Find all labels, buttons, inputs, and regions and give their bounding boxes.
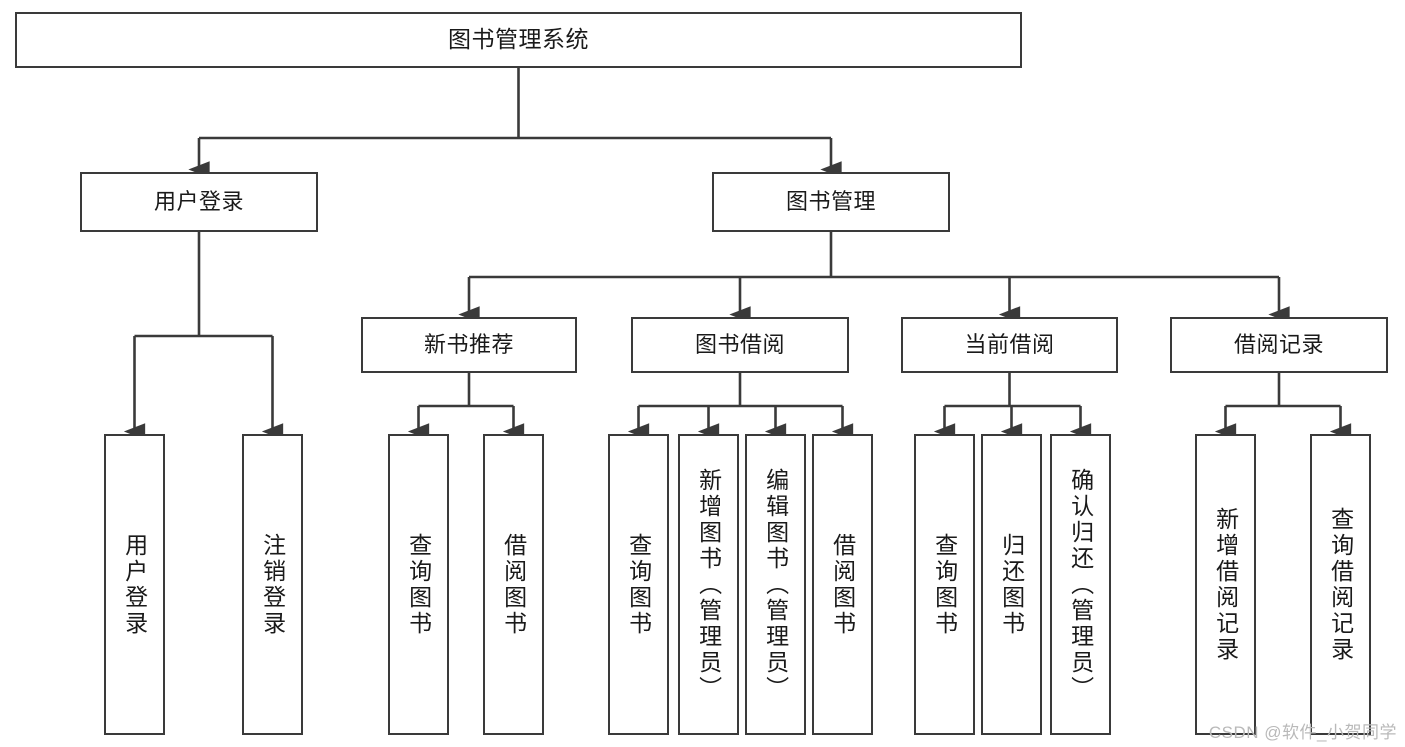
node-borrow-records-label: 借阅记录: [1233, 332, 1324, 358]
node-leaf[interactable]: 用户登录: [104, 434, 165, 735]
node-new-book-recommend-label: 新书推荐: [423, 332, 514, 358]
node-leaf[interactable]: 确认归还（管理员）: [1050, 434, 1111, 735]
node-leaf[interactable]: 新增借阅记录: [1195, 434, 1256, 735]
node-leaf-label: 确认归还（管理员）: [1067, 467, 1094, 702]
node-leaf[interactable]: 借阅图书: [483, 434, 544, 735]
node-leaf[interactable]: 查询借阅记录: [1310, 434, 1371, 735]
node-book-management[interactable]: 图书管理: [712, 172, 950, 232]
node-current-borrow-label: 当前借阅: [964, 332, 1055, 358]
node-root-system[interactable]: 图书管理系统: [15, 12, 1022, 68]
node-leaf-label: 用户登录: [121, 532, 148, 637]
csdn-watermark: CSDN @软件_小贺同学: [1208, 723, 1397, 742]
node-leaf[interactable]: 借阅图书: [812, 434, 873, 735]
node-user-login-label: 用户登录: [153, 189, 244, 215]
node-book-borrow[interactable]: 图书借阅: [631, 317, 849, 373]
connector-lines: [123, 68, 1352, 440]
node-root-label: 图书管理系统: [448, 26, 589, 53]
node-user-login[interactable]: 用户登录: [80, 172, 318, 232]
node-leaf-label: 借阅图书: [500, 532, 527, 637]
node-leaf[interactable]: 归还图书: [981, 434, 1042, 735]
node-leaf-label: 编辑图书（管理员）: [762, 467, 789, 702]
node-new-book-recommend[interactable]: 新书推荐: [361, 317, 577, 373]
node-current-borrow[interactable]: 当前借阅: [901, 317, 1118, 373]
node-book-borrow-label: 图书借阅: [694, 332, 785, 358]
node-leaf[interactable]: 新增图书（管理员）: [678, 434, 739, 735]
node-leaf-label: 注销登录: [259, 532, 286, 637]
node-leaf-label: 新增借阅记录: [1212, 506, 1239, 663]
node-leaf[interactable]: 查询图书: [608, 434, 669, 735]
node-borrow-records[interactable]: 借阅记录: [1170, 317, 1388, 373]
node-leaf[interactable]: 注销登录: [242, 434, 303, 735]
node-leaf[interactable]: 查询图书: [388, 434, 449, 735]
node-leaf-label: 查询图书: [625, 532, 652, 637]
node-leaf[interactable]: 查询图书: [914, 434, 975, 735]
node-leaf[interactable]: 编辑图书（管理员）: [745, 434, 806, 735]
node-leaf-label: 查询图书: [931, 532, 958, 637]
node-book-management-label: 图书管理: [785, 189, 876, 215]
node-leaf-label: 查询图书: [405, 532, 432, 637]
node-leaf-label: 新增图书（管理员）: [695, 467, 722, 702]
node-leaf-label: 查询借阅记录: [1327, 506, 1354, 663]
node-leaf-label: 借阅图书: [829, 532, 856, 637]
node-leaf-label: 归还图书: [998, 532, 1025, 637]
